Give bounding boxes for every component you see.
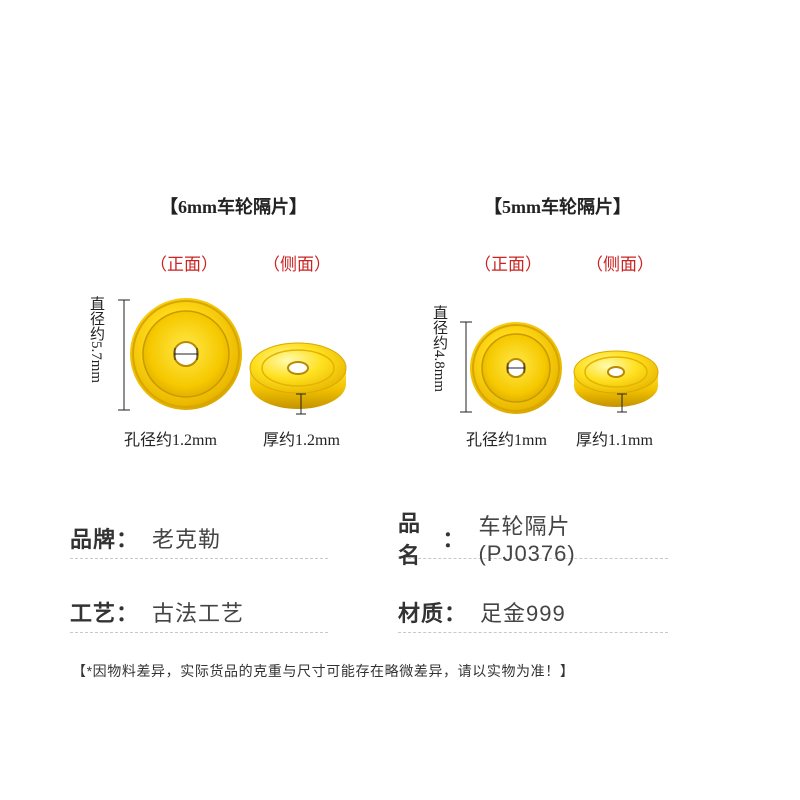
- info-brand-colon: ：: [116, 527, 139, 552]
- product-5mm-front-label: （正面）: [474, 255, 542, 274]
- info-craft-value: 古法工艺: [152, 601, 245, 626]
- info-brand-value: 老克勒: [152, 527, 222, 552]
- info-craft-colon: ：: [116, 601, 139, 626]
- product-5mm-front-disc: [470, 322, 562, 414]
- product-6mm-side-label: （侧面）: [263, 255, 331, 274]
- info-material-colon: ：: [444, 601, 467, 626]
- product-6mm-diameter-label: 直径约5.7mm: [88, 296, 104, 384]
- info-product-name-value: 车轮隔片 (PJ0376): [478, 514, 576, 566]
- product-5mm-side-label: （侧面）: [586, 255, 654, 274]
- product-5mm-title: 【5mm车轮隔片】: [484, 197, 631, 217]
- product-6mm-diameter-bracket: [118, 299, 130, 411]
- product-6mm-front-label: （正面）: [150, 255, 218, 274]
- info-material-value: 足金999: [480, 601, 566, 626]
- disclaimer-note: 【*因物料差异，实际货品的克重与尺寸可能存在略微差异，请以实物为准！】: [72, 663, 575, 679]
- info-product-name-label: 品名: [398, 511, 422, 568]
- info-row-product-name: 品名 ： 车轮隔片 (PJ0376): [398, 511, 668, 568]
- product-5mm-hole-label: 孔径约1mm: [466, 432, 547, 449]
- info-row-material: 材质 ： 足金999: [398, 592, 668, 633]
- product-5mm-thickness-label: 厚约1.1mm: [576, 432, 653, 449]
- product-6mm-side-disc: [249, 342, 347, 415]
- info-row-brand: 品牌 ： 老克勒: [70, 518, 328, 559]
- product-6mm-hole-label: 孔径约1.2mm: [124, 432, 217, 449]
- info-product-name-colon: ：: [442, 527, 465, 552]
- product-6mm-thickness-label: 厚约1.2mm: [263, 432, 340, 449]
- product-6mm-title: 【6mm车轮隔片】: [160, 197, 307, 217]
- product-5mm-side-disc: [573, 350, 659, 413]
- product-6mm-front-disc: [130, 298, 242, 410]
- info-craft-label: 工艺: [70, 601, 117, 626]
- info-row-craft: 工艺 ： 古法工艺: [70, 592, 328, 633]
- info-brand-label: 品牌: [70, 527, 117, 552]
- product-5mm-diameter-bracket: [460, 321, 472, 413]
- product-5mm-diameter-label: 直径约4.8mm: [431, 305, 447, 393]
- info-material-label: 材质: [398, 601, 445, 626]
